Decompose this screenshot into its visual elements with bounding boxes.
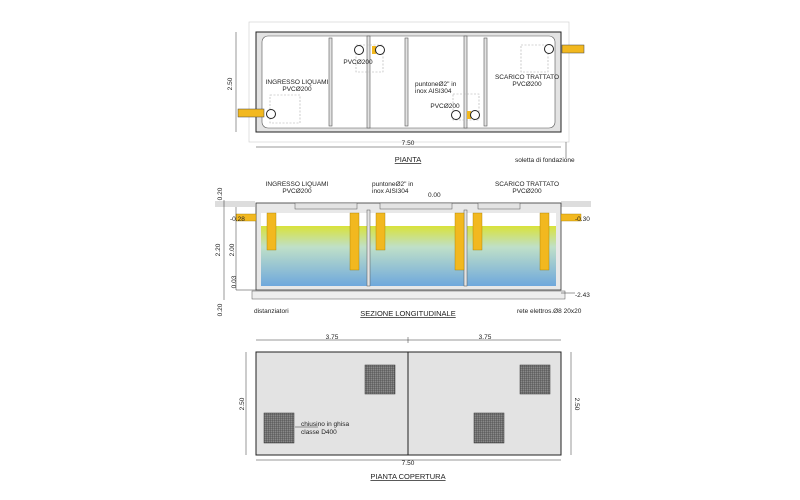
cover-half-dim-right: 3.75 xyxy=(479,334,492,341)
plan-inlet-pipe: PVCØ200 xyxy=(282,86,312,93)
plan-strut-label: puntoneØ2" in xyxy=(415,81,457,88)
plan-outlet-pipe: PVCØ200 xyxy=(512,81,542,88)
level-bottom: -2.43 xyxy=(575,292,590,299)
level-inlet: -0.28 xyxy=(230,216,245,223)
dim-slab: 0.20 xyxy=(217,187,224,200)
plan-view: 2.50 7.50 INGRESSO LIQUAMI PVCØ200 PVCØ2… xyxy=(227,21,585,164)
cover-title: PIANTA COPERTURA xyxy=(370,472,445,481)
section-strut-label: puntoneØ2" in xyxy=(372,181,414,188)
dim-base: 0.20 xyxy=(217,303,224,316)
partition-walls xyxy=(328,35,488,129)
plan-outlet-label: SCARICO TRATTATO xyxy=(495,74,559,81)
foundation-label: soletta di fondazione xyxy=(515,157,575,164)
dim-inner: 2.00 xyxy=(229,243,236,256)
spacers-label: distanziatori xyxy=(254,308,289,315)
manhole-covers xyxy=(263,364,551,444)
cover-view: 3.75 3.75 2.50 2.50 chiusino in ghisa cl… xyxy=(239,334,580,481)
section-title: SEZIONE LONGITUDINALE xyxy=(360,309,455,318)
cover-half-dim-left: 3.75 xyxy=(326,334,339,341)
dim-floor: 0.03 xyxy=(231,275,238,288)
section-outlet-pipe: PVCØ200 xyxy=(512,188,542,195)
plan-width-dim: 7.50 xyxy=(402,140,415,147)
level-top: 0.00 xyxy=(428,192,441,199)
foundation-section xyxy=(251,290,566,300)
dim-total: 2.20 xyxy=(215,243,222,256)
manhole-label: chiusino in ghisa xyxy=(301,421,349,428)
section-strut-material: inox AISI304 xyxy=(372,188,409,195)
manhole-class: classe D400 xyxy=(301,429,337,436)
mesh-label: rete elettros.Ø8 20x20 xyxy=(517,308,582,315)
plan-pipe-label-1: PVCØ200 xyxy=(343,59,373,66)
plan-strut-material: inox AISI304 xyxy=(415,88,452,95)
plan-pipes xyxy=(237,44,585,120)
cover-height-dim-left: 2.50 xyxy=(239,397,246,410)
section-outlet-label: SCARICO TRATTATO xyxy=(495,181,559,188)
liquid xyxy=(261,226,556,286)
section-inlet-label: INGRESSO LIQUAMI xyxy=(266,181,329,188)
level-outlet: -0.30 xyxy=(575,216,590,223)
manhole-outlines xyxy=(269,44,549,124)
plan-title: PIANTA xyxy=(395,155,422,164)
plan-pipe-label-2: PVCØ200 xyxy=(430,103,460,110)
baffle-pipes xyxy=(235,212,582,271)
plan-inlet-label: INGRESSO LIQUAMI xyxy=(266,79,329,86)
plan-height-dim: 2.50 xyxy=(227,77,234,90)
section-inlet-pipe: PVCØ200 xyxy=(282,188,312,195)
cover-width-dim: 7.50 xyxy=(402,460,415,467)
cover-height-dim-right: 2.50 xyxy=(573,398,580,411)
section-view: 0.20 2.20 2.00 0.03 0.20 -0.28 -0.30 -2.… xyxy=(215,181,591,318)
foundation-slab xyxy=(248,21,570,143)
